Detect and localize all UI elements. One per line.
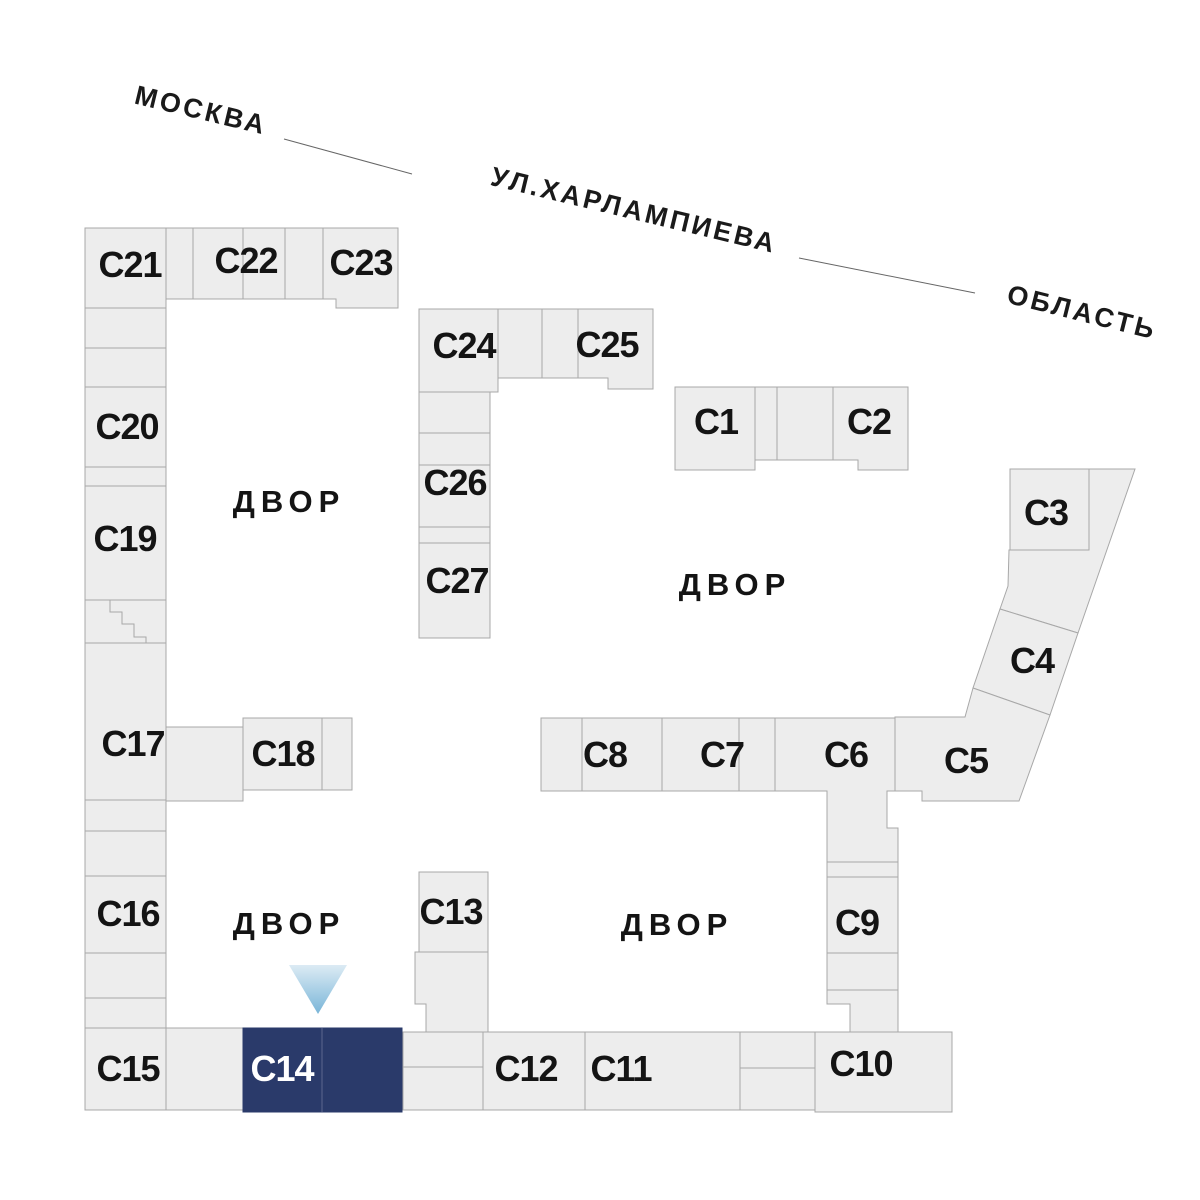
building-label-C18: С18: [251, 733, 314, 774]
building-label-C20: С20: [95, 406, 158, 447]
street-line: [798, 257, 976, 294]
building-segment: [739, 1031, 816, 1111]
building-C2[interactable]: [832, 386, 909, 471]
building-label-C14: С14: [250, 1048, 314, 1089]
building-segment: [414, 951, 489, 1033]
building-segment: [754, 386, 778, 461]
building-label-C21: С21: [98, 244, 162, 285]
building-C13[interactable]: [418, 871, 489, 953]
building-C5[interactable]: [894, 687, 1051, 802]
building-C22[interactable]: [192, 227, 286, 300]
building-segment: [418, 391, 491, 434]
building-C20[interactable]: [84, 386, 167, 468]
building-label-C13: С13: [419, 891, 482, 932]
street-label-oblast: ОБЛАСТЬ: [1004, 279, 1160, 345]
building-label-C1: С1: [694, 401, 739, 442]
building-segment: [540, 717, 583, 792]
building-segment: [497, 308, 543, 379]
street-label-moscow: МОСКВА: [132, 80, 270, 141]
building-segment: [84, 347, 167, 388]
building-label-C16: С16: [96, 893, 159, 934]
courtyard-label: ДВОР: [233, 906, 346, 941]
building-C12[interactable]: [482, 1031, 586, 1111]
building-segment: [826, 952, 899, 991]
building-label-C25: С25: [575, 324, 639, 365]
building-label-C19: С19: [93, 518, 156, 559]
building-C11[interactable]: [584, 1031, 741, 1111]
building-segment: [84, 307, 167, 349]
building-segment: [776, 386, 834, 461]
building-label-C17: С17: [101, 723, 164, 764]
building-segment: [541, 308, 579, 379]
building-label-C8: С8: [583, 734, 627, 775]
building-label-C24: С24: [432, 325, 496, 366]
building-C26[interactable]: [418, 464, 491, 528]
building-segment: [84, 952, 167, 999]
building-C23[interactable]: [322, 227, 399, 309]
building-segment: [738, 717, 776, 792]
building-label-C4: С4: [1010, 640, 1055, 681]
building-segment: [165, 726, 244, 802]
building-C8[interactable]: [581, 717, 663, 792]
building-C9[interactable]: [826, 876, 899, 954]
building-label-C22: С22: [214, 240, 277, 281]
building-C15[interactable]: [84, 1027, 167, 1111]
building-C17[interactable]: [84, 642, 167, 801]
building-label-C3: С3: [1024, 492, 1068, 533]
building-segment: [418, 526, 491, 544]
street-line: [283, 138, 413, 175]
building-segment: [284, 227, 324, 300]
building-label-C7: С7: [700, 734, 744, 775]
building-segment: [402, 1031, 484, 1111]
building-label-C11: С11: [590, 1048, 652, 1089]
building-label-C5: С5: [944, 740, 989, 781]
building-C6[interactable]: [774, 717, 899, 863]
building-label-C6: С6: [824, 734, 868, 775]
building-label-C2: С2: [847, 401, 891, 442]
building-C7[interactable]: [661, 717, 740, 792]
building-segment: [84, 997, 167, 1029]
street-label-kharlampieva: УЛ.ХАРЛАМПИЕВА: [488, 161, 780, 259]
building-label-C15: С15: [96, 1048, 160, 1089]
building-C21[interactable]: [84, 227, 167, 309]
building-segment: [84, 466, 167, 487]
selected-building-arrow-icon: [289, 965, 347, 1014]
building-C3[interactable]: [1009, 468, 1090, 551]
stairs-outline: [85, 599, 147, 643]
building-label-C10: С10: [829, 1043, 892, 1084]
courtyard-label: ДВОР: [621, 907, 734, 942]
building-label-C27: С27: [425, 560, 488, 601]
building-segment: [84, 599, 167, 644]
building-segment: [84, 830, 167, 877]
building-segment: [418, 432, 491, 466]
building-segment: [165, 1027, 244, 1111]
building-C19[interactable]: [84, 485, 167, 601]
building-label-C26: С26: [423, 462, 486, 503]
courtyard-label: ДВОР: [233, 484, 346, 519]
building-label-C23: С23: [329, 242, 392, 283]
building-segment: [165, 227, 194, 300]
building-C25[interactable]: [577, 308, 654, 390]
building-C27[interactable]: [418, 542, 491, 639]
building-C1[interactable]: [674, 386, 756, 471]
courtyard-label: ДВОР: [679, 567, 792, 602]
building-C16[interactable]: [84, 875, 167, 954]
building-segment: [826, 861, 899, 878]
building-segment: [84, 799, 167, 832]
building-segment: [826, 989, 899, 1033]
building-label-C9: С9: [835, 902, 879, 943]
building-C18[interactable]: [242, 717, 353, 791]
building-label-C12: С12: [494, 1048, 557, 1089]
building-C10[interactable]: [814, 1031, 953, 1113]
